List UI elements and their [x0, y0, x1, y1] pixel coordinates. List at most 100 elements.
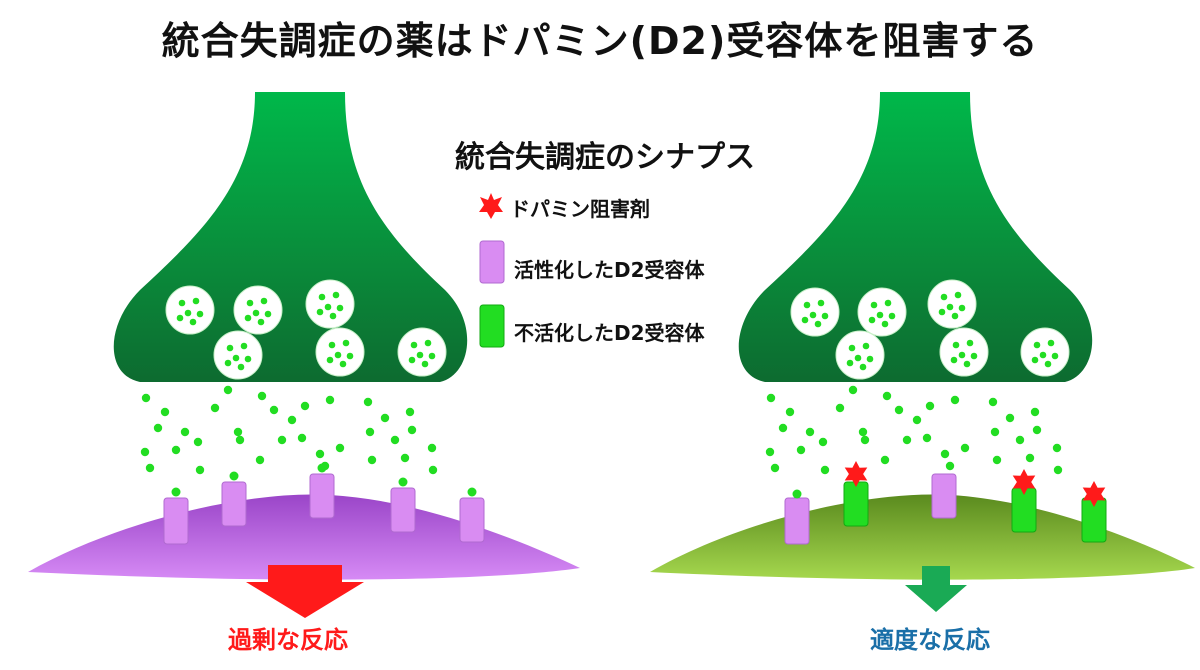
vesicle: [305, 279, 355, 329]
dopamine-dot: [951, 312, 959, 320]
d2-receptor: [390, 487, 416, 533]
dopamine-dot: [260, 297, 268, 305]
dopamine-molecule: [992, 455, 1002, 465]
dopamine-dot: [876, 311, 884, 319]
dopamine-dot: [809, 311, 817, 319]
dopamine-molecule: [195, 465, 205, 475]
dopamine-dot: [428, 352, 436, 360]
inhibitor-star: [1082, 481, 1106, 507]
dopamine-dot: [950, 356, 958, 364]
dopamine-dot: [1039, 351, 1047, 359]
dopamine-dot: [178, 299, 186, 307]
dopamine-dot: [966, 339, 974, 347]
dopamine-molecule: [858, 427, 868, 437]
dopamine-molecule: [1005, 413, 1015, 423]
dopamine-molecule: [223, 385, 233, 395]
vesicle: [165, 285, 215, 335]
d2-receptor: [221, 481, 247, 527]
dopamine-dot: [336, 304, 344, 312]
dopamine-molecule: [925, 401, 935, 411]
dopamine-molecule: [427, 443, 437, 453]
dopamine-molecule: [912, 415, 922, 425]
dopamine-dot: [970, 352, 978, 360]
legend-title: 統合失調症のシナプス: [455, 140, 755, 175]
vesicle: [927, 279, 977, 329]
dopamine-molecule: [766, 393, 776, 403]
dopamine-dot: [246, 299, 254, 307]
dopamine-molecule: [297, 433, 307, 443]
left-postsynaptic-membrane: [28, 494, 580, 580]
bound-dopamine: [229, 471, 239, 481]
dopamine-dot: [328, 341, 336, 349]
dopamine-dot: [859, 363, 867, 371]
dopamine-molecule: [765, 447, 775, 457]
green-receptor-icon: [479, 304, 505, 348]
moderate-response-label: 適度な反応: [870, 626, 990, 654]
dopamine-molecule: [1053, 465, 1063, 475]
bound-dopamine: [467, 487, 477, 497]
inhibitor-star: [844, 461, 868, 487]
dopamine-dot: [1031, 356, 1039, 364]
dopamine-molecule: [255, 455, 265, 465]
dopamine-dot: [332, 291, 340, 299]
synaptic-vesicles: [165, 279, 1070, 380]
dopamine-molecule: [407, 425, 417, 435]
dopamine-dot: [1047, 339, 1055, 347]
dopamine-dot: [189, 318, 197, 326]
dopamine-molecules: [140, 385, 1063, 475]
dopamine-dot: [421, 360, 429, 368]
dopamine-molecule: [805, 427, 815, 437]
d2-receptor: [459, 497, 485, 543]
bound-dopamine: [792, 489, 802, 499]
dopamine-molecule: [894, 405, 904, 415]
dopamine-dot: [408, 356, 416, 364]
dopamine-molecule: [233, 427, 243, 437]
dopamine-dot: [316, 308, 324, 316]
dopamine-dot: [244, 314, 252, 322]
dopamine-dot: [854, 354, 862, 362]
dopamine-dot: [244, 355, 252, 363]
dopamine-dot: [326, 356, 334, 364]
bound-dopamine: [317, 463, 327, 473]
dopamine-dot: [196, 310, 204, 318]
excessive-response-arrow: [246, 565, 364, 618]
red-star-icon: [479, 193, 503, 219]
dopamine-dot: [339, 360, 347, 368]
dopamine-dot: [870, 301, 878, 309]
dopamine-dot: [848, 344, 856, 352]
dopamine-molecule: [882, 391, 892, 401]
dopamine-molecule: [180, 427, 190, 437]
dopamine-molecule: [848, 385, 858, 395]
dopamine-dot: [963, 360, 971, 368]
dopamine-molecule: [269, 405, 279, 415]
dopamine-molecule: [380, 413, 390, 423]
dopamine-dot: [958, 304, 966, 312]
dopamine-molecule: [141, 393, 151, 403]
dopamine-dot: [884, 299, 892, 307]
dopamine-molecule: [1032, 425, 1042, 435]
d2-receptor: [843, 481, 869, 527]
vesicle: [397, 327, 447, 377]
dopamine-dot: [226, 344, 234, 352]
purple-receptor-icon: [479, 240, 505, 284]
dopamine-molecule: [171, 445, 181, 455]
dopamine-dot: [958, 351, 966, 359]
dopamine-molecule: [1052, 443, 1062, 453]
dopamine-dot: [868, 316, 876, 324]
dopamine-molecule: [820, 465, 830, 475]
dopamine-molecule: [160, 407, 170, 417]
dopamine-dot: [862, 342, 870, 350]
dopamine-molecule: [945, 461, 955, 471]
dopamine-dot: [888, 312, 896, 320]
dopamine-molecule: [257, 391, 267, 401]
dopamine-molecule: [140, 447, 150, 457]
dopamine-dot: [946, 303, 954, 311]
d2-receptor: [163, 497, 189, 545]
dopamine-molecule: [300, 401, 310, 411]
dopamine-dot: [866, 355, 874, 363]
dopamine-molecule: [365, 427, 375, 437]
dopamine-molecule: [796, 445, 806, 455]
dopamine-dot: [252, 309, 260, 317]
dopamine-dot: [240, 342, 248, 350]
dopamine-dot: [938, 308, 946, 316]
